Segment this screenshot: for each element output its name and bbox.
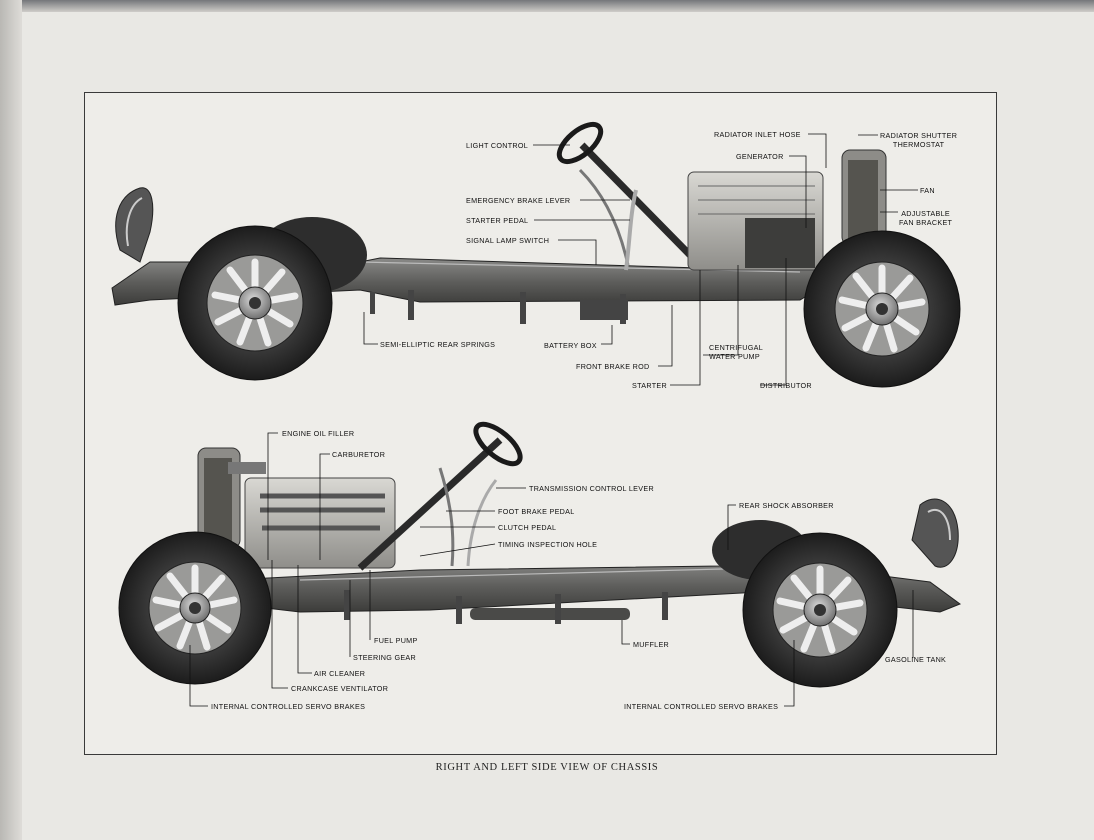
label-foot-brake-pedal: FOOT BRAKE PEDAL xyxy=(498,507,575,516)
label-generator: GENERATOR xyxy=(736,152,784,161)
label-front-brake-rod: FRONT BRAKE ROD xyxy=(576,362,650,371)
top-rear-wheel xyxy=(177,225,333,381)
label-signal-lamp-switch: SIGNAL LAMP SWITCH xyxy=(466,236,550,245)
label-emergency-brake-lever: EMERGENCY BRAKE LEVER xyxy=(466,196,571,205)
label-radiator-shutter-thermostat: RADIATOR SHUTTER THERMOSTAT xyxy=(880,131,958,149)
top-front-wheel xyxy=(803,230,961,388)
label-light-control: LIGHT CONTROL xyxy=(466,141,529,150)
bottom-chassis-drawing xyxy=(118,421,962,688)
bottom-front-wheel xyxy=(118,531,272,685)
label-muffler: MUFFLER xyxy=(633,640,670,649)
label-fan: FAN xyxy=(920,186,935,195)
label-battery-box: BATTERY BOX xyxy=(544,341,597,350)
label-centrifugal-water-pump: CENTRIFUGAL WATER PUMP xyxy=(709,343,764,361)
label-air-cleaner: AIR CLEANER xyxy=(314,669,366,678)
page-binding-shadow xyxy=(0,0,22,840)
label-rear-shock-absorber: REAR SHOCK ABSORBER xyxy=(739,501,834,510)
label-internal-servo-brakes-left: INTERNAL CONTROLLED SERVO BRAKES xyxy=(211,702,366,711)
label-distributor: DISTRIBUTOR xyxy=(760,381,812,390)
label-fuel-pump: FUEL PUMP xyxy=(374,636,418,645)
leader-lines xyxy=(189,133,918,707)
label-adjustable-fan-bracket: ADJUSTABLE FAN BRACKET xyxy=(899,209,953,227)
label-clutch-pedal: CLUTCH PEDAL xyxy=(498,523,557,532)
label-timing-inspection-hole: TIMING INSPECTION HOLE xyxy=(498,540,598,549)
label-crankcase-ventilator: CRANKCASE VENTILATOR xyxy=(291,684,389,693)
label-radiator-inlet-hose: RADIATOR INLET HOSE xyxy=(714,130,801,139)
label-transmission-control-lever: TRANSMISSION CONTROL LEVER xyxy=(529,484,654,493)
label-carburetor: CARBURETOR xyxy=(332,450,386,459)
label-gasoline-tank: GASOLINE TANK xyxy=(885,655,947,664)
page-top-edge xyxy=(0,0,1094,12)
figure-caption: RIGHT AND LEFT SIDE VIEW OF CHASSIS xyxy=(435,762,659,773)
label-starter: STARTER xyxy=(632,381,667,390)
label-semi-elliptic-rear-springs: SEMI-ELLIPTIC REAR SPRINGS xyxy=(380,340,496,349)
label-engine-oil-filler: ENGINE OIL FILLER xyxy=(282,429,355,438)
label-starter-pedal: STARTER PEDAL xyxy=(466,216,529,225)
bottom-rear-wheel xyxy=(742,532,898,688)
label-internal-servo-brakes-right: INTERNAL CONTROLLED SERVO BRAKES xyxy=(624,702,779,711)
label-steering-gear: STEERING GEAR xyxy=(353,653,417,662)
top-chassis-drawing xyxy=(111,121,961,388)
